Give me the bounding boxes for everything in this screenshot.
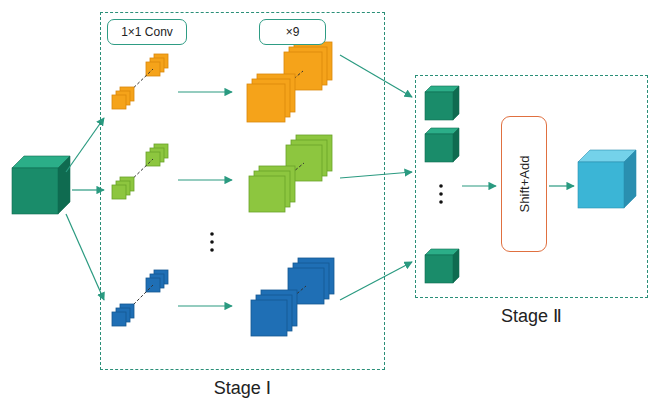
cube-side (453, 86, 459, 120)
small-kernels-blue (112, 270, 168, 326)
operation-label: ×9 (286, 25, 300, 39)
cube-front (425, 92, 453, 120)
branch-output-cube (425, 86, 459, 120)
large-kernels-orange (247, 42, 332, 122)
input-cube (12, 156, 70, 214)
kernel-square (112, 185, 126, 199)
operation-tag: ×9 (259, 19, 326, 45)
kernel-square (249, 176, 285, 212)
kernel-square (112, 95, 126, 109)
stage-region: Stage Ⅰ1×1 Conv×9 (100, 12, 385, 370)
cube-side (624, 150, 636, 208)
large-kernels-green (249, 135, 332, 212)
ellipsis-dot (210, 240, 214, 244)
operation-label: Shift+Add (517, 156, 532, 213)
cube-front (425, 134, 453, 162)
stage-arrow (340, 262, 412, 300)
operation-tag: 1×1 Conv (107, 19, 187, 45)
ellipsis-dot (439, 192, 443, 196)
operation-label: 1×1 Conv (121, 25, 173, 39)
flow-arrow (462, 185, 496, 186)
cube-side (453, 128, 459, 162)
ellipsis-dot (439, 184, 443, 188)
cube-side (58, 156, 70, 214)
stage-arrow (340, 172, 412, 178)
ellipsis-dot (210, 248, 214, 252)
cube-side (453, 249, 459, 283)
ellipsis-dot (210, 232, 214, 236)
small-kernels-green (112, 144, 168, 199)
flow-arrow (178, 305, 232, 306)
stage-region: Stage ⅡShift+Add (415, 75, 648, 298)
branch-output-cube (425, 249, 459, 283)
cube-front (425, 255, 453, 283)
flow-arrow (178, 91, 232, 92)
cube-front (578, 162, 624, 208)
stage-label: Stage Ⅰ (101, 377, 384, 399)
kernel-square (112, 312, 126, 326)
flow-arrow (66, 214, 104, 300)
vertical-ellipsis (210, 232, 214, 252)
large-kernels-blue (251, 258, 334, 336)
stage-arrow (340, 55, 412, 97)
output-cube (578, 150, 636, 208)
stage-label: Stage Ⅱ (416, 305, 647, 327)
small-kernels-orange (112, 54, 168, 109)
shift-add-box: Shift+Add (501, 116, 547, 252)
vertical-ellipsis (439, 184, 443, 204)
flow-arrow (66, 118, 104, 172)
branch-output-cube (425, 128, 459, 162)
ellipsis-dot (439, 200, 443, 204)
flow-arrow (549, 185, 574, 186)
kernel-square (247, 84, 285, 122)
cube-front (12, 168, 58, 214)
flow-arrow (178, 179, 232, 180)
kernel-square (251, 300, 287, 336)
